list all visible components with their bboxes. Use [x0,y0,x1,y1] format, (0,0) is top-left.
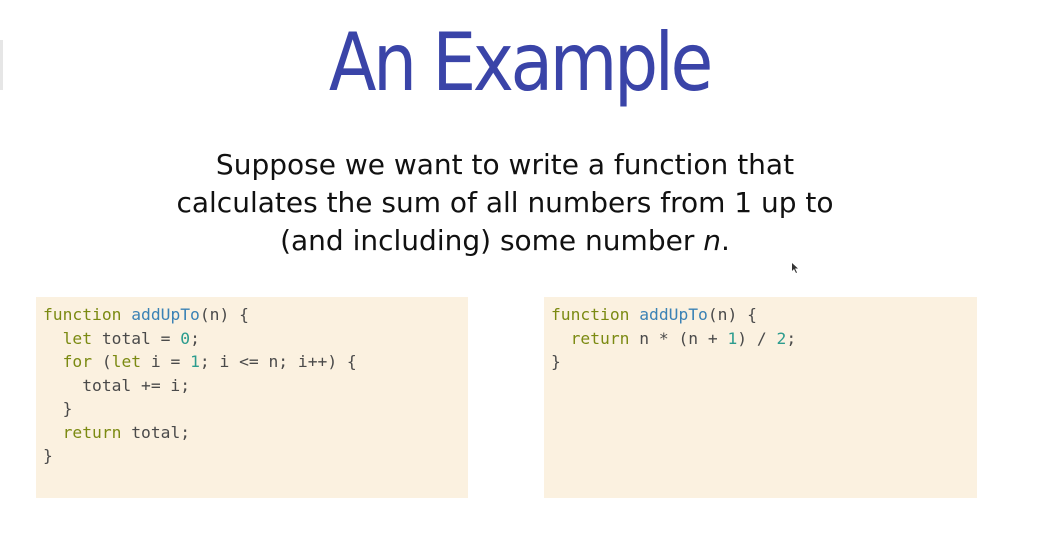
code-text: i = [141,352,191,371]
code-keyword: return [62,422,122,442]
code-line: } [551,352,561,371]
code-indent [551,329,571,348]
description-line-3-suffix: . [721,224,730,257]
code-keyword: function [43,305,122,324]
code-text: ( [92,352,112,371]
description-line-2: calculates the sum of all numbers from 1… [176,186,834,219]
code-text: ; [786,328,797,348]
code-line: function addUpTo(n) { [43,303,468,327]
code-line: let total = 0; [43,327,468,351]
code-line: return total; [43,421,468,445]
code-text: ) / [737,328,777,348]
code-block-formula: function addUpTo(n) { return n * (n + 1)… [544,297,977,498]
code-indent [43,329,63,348]
code-number: 1 [190,352,200,371]
variable-n: n [703,224,721,257]
code-keyword: let [62,328,93,348]
code-function-name: addUpTo [131,305,200,324]
code-indent [43,352,63,371]
code-keyword: return [570,328,630,348]
code-block-loop: function addUpTo(n) { let total = 0; for… [36,297,468,498]
mouse-pointer-icon [792,263,798,273]
code-text: ; [190,328,200,348]
description-line-1: Suppose we want to write a function that [215,148,795,181]
code-line: total += i; [43,375,191,395]
code-line: for (let i = 1; i <= n; i++) { [43,350,468,374]
code-text: total = [92,328,181,348]
code-text: (n) { [707,305,757,324]
code-keyword: let [111,352,142,371]
code-text: total; [121,422,191,442]
slide-description: Suppose we want to write a function that… [120,146,890,260]
code-text: ; i <= n; i++) { [199,352,357,371]
code-line: } [43,399,73,418]
code-number: 0 [180,328,191,348]
code-line: } [43,446,53,465]
code-keyword: function [551,305,630,324]
code-keyword: for [62,352,93,371]
description-line-3-prefix: (and including) some number [280,224,704,257]
code-number: 1 [727,328,738,348]
code-line: return n * (n + 1) / 2; [551,327,977,351]
code-indent [43,423,63,442]
code-text: (n) { [199,305,249,324]
window-edge [0,40,3,90]
code-text: n * (n + [629,328,728,348]
slide-title: An Example [328,16,713,109]
code-number: 2 [776,328,787,348]
description-line-3: (and including) some number n. [120,222,890,260]
code-function-name: addUpTo [639,305,708,324]
code-line: function addUpTo(n) { [551,303,977,327]
